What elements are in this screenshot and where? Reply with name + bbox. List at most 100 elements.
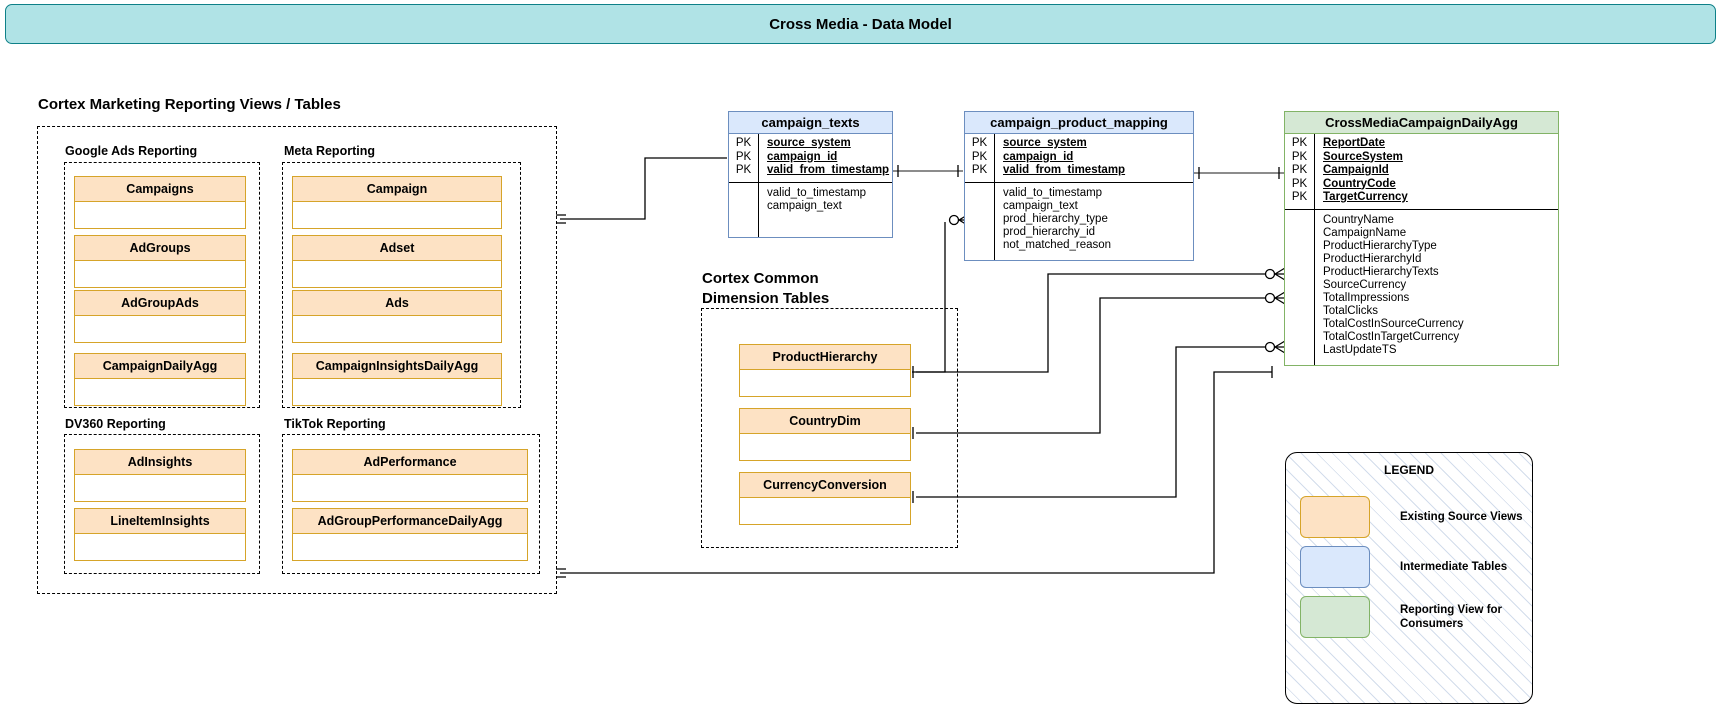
entity-title: AdInsights [75,450,245,475]
er-attr-fields: valid_to_timestamp campaign_text prod_hi… [995,183,1193,260]
pk-badge: PK [971,150,988,163]
entity-body [293,379,501,405]
er-table-key-block: PK PK PK source_system campaign_id valid… [729,134,892,183]
er-key-field: source_system [767,137,851,149]
entity-title: Adset [293,236,501,261]
entity-body [75,379,245,405]
entity-title: CampaignDailyAgg [75,354,245,379]
entity-body [75,261,245,287]
entity-body [75,534,245,560]
legend-swatch-source [1300,496,1370,538]
pk-badge: PK [971,164,988,176]
er-attr-spacer [1285,209,1315,365]
er-key-field: source_system [1003,137,1087,149]
entity-body [293,202,501,228]
entity-adinsights[interactable]: AdInsights [74,449,246,502]
er-attr-field: LastUpdateTS [1323,343,1397,356]
entity-title: AdPerformance [293,450,527,475]
entity-title: CampaignInsightsDailyAgg [293,354,501,379]
entity-adgroupperformancedailyagg[interactable]: AdGroupPerformanceDailyAgg [292,508,528,561]
entity-adset[interactable]: Adset [292,235,502,288]
er-attr-field: campaign_text [767,199,842,212]
pk-badge: PK [971,137,988,149]
diagram-title-banner: Cross Media - Data Model [5,4,1716,44]
entity-campaigndailyagg[interactable]: CampaignDailyAgg [74,353,246,406]
er-table-campaign-product-mapping[interactable]: campaign_product_mapping PK PK PK source… [964,111,1194,261]
er-key-field: CampaignId [1323,164,1389,176]
er-key-field: valid_from_timestamp [767,164,890,176]
legend-title: LEGEND [1383,463,1434,477]
entity-title: AdGroups [75,236,245,261]
group-label-meta: Meta Reporting [284,144,375,158]
pk-badge: PK [735,164,752,176]
pk-badge: PK [1291,150,1308,163]
er-key-field: CountryCode [1323,177,1396,190]
er-attr-field: TotalImpressions [1323,291,1410,304]
er-key-field: valid_from_timestamp [1003,164,1126,176]
group-label-dv360: DV360 Reporting [65,417,166,431]
entity-body [740,434,910,460]
er-key-field: SourceSystem [1323,150,1403,163]
legend-label: Intermediate Tables [1400,561,1508,573]
er-attr-spacer [965,182,995,260]
entity-campaign[interactable]: Campaign [292,176,502,229]
pk-badge: PK [1291,177,1308,190]
pk-badge: PK [735,137,752,149]
group-container-meta [282,162,521,408]
entity-body [740,498,910,524]
entity-adperformance[interactable]: AdPerformance [292,449,528,502]
er-attr-field: ProductHierarchyTexts [1323,265,1439,278]
entity-body [293,475,527,501]
entity-adgroupads[interactable]: AdGroupAds [74,290,246,343]
common-dimension-section-title: Cortex Common Dimension Tables [702,270,830,307]
legend-swatch-intermediate [1300,546,1370,588]
er-key-field: campaign_id [767,150,838,163]
er-attr-field: TotalCostInSourceCurrency [1323,317,1464,330]
entity-title: Ads [293,291,501,316]
er-key-field: campaign_id [1003,150,1074,163]
pk-badge: PK [1291,191,1308,203]
group-container-google-ads [64,162,260,408]
entity-ads[interactable]: Ads [292,290,502,343]
entity-countrydim[interactable]: CountryDim [739,408,911,461]
er-attr-field: campaign_text [1003,199,1078,212]
entity-title: Campaign [293,177,501,202]
er-table-attribute-block: CountryName CampaignName ProductHierarch… [1285,209,1558,365]
entity-campaigninsightsdailyagg[interactable]: CampaignInsightsDailyAgg [292,353,502,406]
entity-title: ProductHierarchy [740,345,910,370]
er-key-fields: ReportDate SourceSystem CampaignId Count… [1315,134,1558,209]
entity-producthierarchy[interactable]: ProductHierarchy [739,344,911,397]
pk-badge: PK [1291,164,1308,176]
marketing-section-title: Cortex Marketing Reporting Views / Table… [38,96,341,113]
er-table-title: campaign_texts [729,112,892,134]
er-attr-fields: valid_to_timestamp campaign_text [759,183,892,237]
entity-body [293,316,501,342]
entity-title: LineItemInsights [75,509,245,534]
entity-body [75,316,245,342]
legend-item-reporting-view: Reporting View for Consumers [1300,596,1522,638]
entity-lineiteminsights[interactable]: LineItemInsights [74,508,246,561]
entity-title: AdGroupAds [75,291,245,316]
er-attr-field: CountryName [1323,213,1394,226]
er-table-campaign-texts[interactable]: campaign_texts PK PK PK source_system ca… [728,111,893,238]
er-key-badges: PK PK PK [729,134,759,182]
legend-label: Existing Source Views [1400,511,1523,523]
entity-campaigns[interactable]: Campaigns [74,176,246,229]
entity-body [740,370,910,396]
pk-badge: PK [1291,137,1308,149]
legend-panel: LEGEND Existing Source Views Intermediat… [1285,452,1533,704]
diagram-title: Cross Media - Data Model [769,15,952,33]
group-label-tiktok: TikTok Reporting [284,417,386,431]
er-key-fields: source_system campaign_id valid_from_tim… [759,134,892,182]
legend-item-intermediate-tables: Intermediate Tables [1300,546,1522,588]
entity-currencyconversion[interactable]: CurrencyConversion [739,472,911,525]
er-table-attribute-block: valid_to_timestamp campaign_text [729,182,892,237]
entity-adgroups[interactable]: AdGroups [74,235,246,288]
marketing-section-container [37,126,557,594]
er-table-key-block: PK PK PK PK PK ReportDate SourceSystem C… [1285,134,1558,210]
er-table-title: campaign_product_mapping [965,112,1193,134]
group-container-dv360 [64,434,260,574]
er-table-attribute-block: valid_to_timestamp campaign_text prod_hi… [965,182,1193,260]
er-table-crossmediacampaigndailyagg[interactable]: CrossMediaCampaignDailyAgg PK PK PK PK P… [1284,111,1559,366]
